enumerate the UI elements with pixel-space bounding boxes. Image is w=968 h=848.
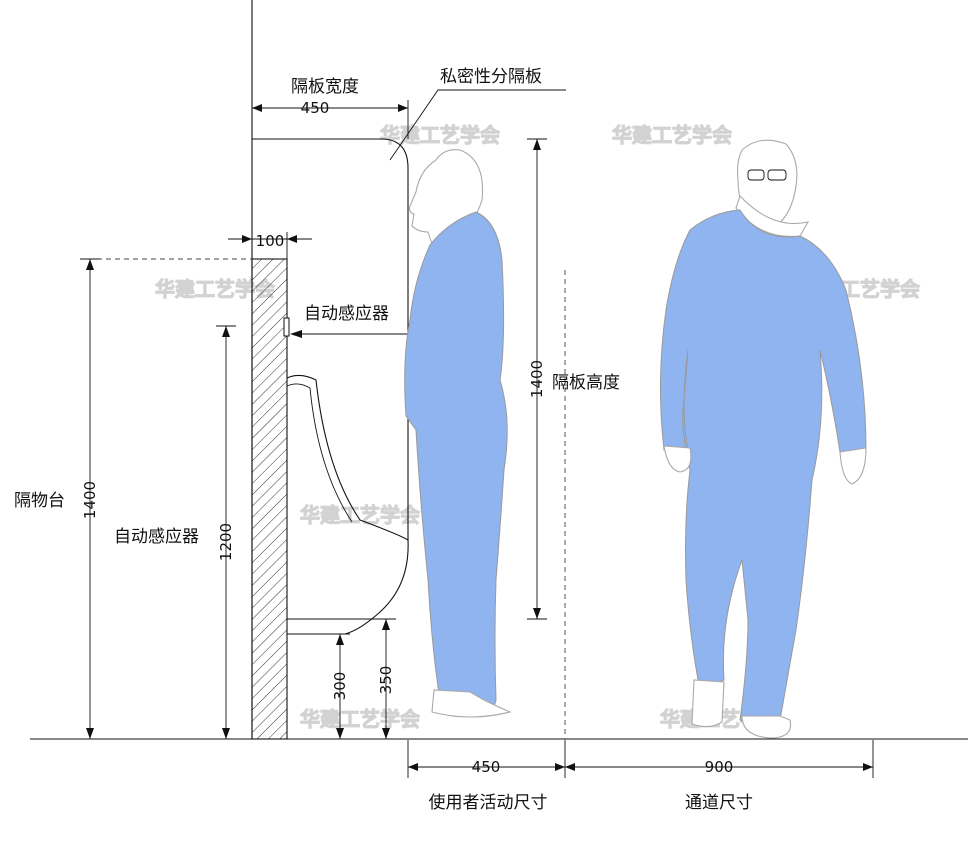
partition-width-label: 隔板宽度 xyxy=(291,77,359,97)
hatched-wall-shelf xyxy=(251,258,288,740)
sensor-arrow xyxy=(290,330,302,338)
dim-partition-height: 1400 xyxy=(527,138,547,620)
wall-thickness-value: 100 xyxy=(256,232,285,250)
dim-partition-width: 450 xyxy=(252,99,409,139)
dim-urinal-300: 300 xyxy=(330,633,350,739)
watermark-text: 华建工艺学会 xyxy=(380,123,500,147)
shelf-label: 隔物台 xyxy=(14,491,65,511)
partition-height-value: 1400 xyxy=(528,360,546,398)
privacy-partition xyxy=(252,138,409,540)
user-activity-value: 450 xyxy=(472,758,501,776)
standing-user-figure xyxy=(404,149,512,718)
sensor-box xyxy=(283,317,290,337)
privacy-partition-leader xyxy=(389,89,566,161)
dim-urinal-350: 350 xyxy=(376,618,396,739)
auto-sensor-label-top: 自动感应器 xyxy=(304,304,389,324)
partition-height-label: 隔板高度 xyxy=(552,373,620,393)
user-activity-label: 使用者活动尺寸 xyxy=(429,792,548,813)
dim-sensor-height: 1200 xyxy=(216,325,236,739)
watermark-text: 华建工艺学会 xyxy=(300,503,420,527)
dim-wall-thickness: 100 xyxy=(228,232,312,259)
dim-bottom: 450 900 xyxy=(407,740,874,778)
auto-sensor-label-side: 自动感应器 xyxy=(114,527,199,547)
watermarks: 华建工艺学会 华建工艺学会 华建工艺学会 华建工艺学会 华建工艺学会 华建工艺学… xyxy=(155,123,921,732)
dim-shelf-height: 1400 xyxy=(80,258,100,740)
glasses-left-lens xyxy=(747,169,765,181)
watermark-text: 华建工艺学会 xyxy=(300,707,420,731)
urinal xyxy=(286,374,409,635)
shelf-height-value: 1400 xyxy=(81,481,99,519)
partition-width-value: 450 xyxy=(301,99,330,117)
passage-value: 900 xyxy=(705,758,734,776)
watermark-text: 华建工艺学会 xyxy=(612,123,732,147)
passage-label: 通道尺寸 xyxy=(685,793,753,813)
urinal-300-value: 300 xyxy=(331,672,349,701)
sensor-height-value: 1200 xyxy=(217,523,235,561)
urinal-350-value: 350 xyxy=(377,666,395,695)
glasses-right-lens xyxy=(767,169,787,181)
walking-person-figure xyxy=(659,139,867,739)
privacy-partition-label: 私密性分隔板 xyxy=(440,67,542,87)
